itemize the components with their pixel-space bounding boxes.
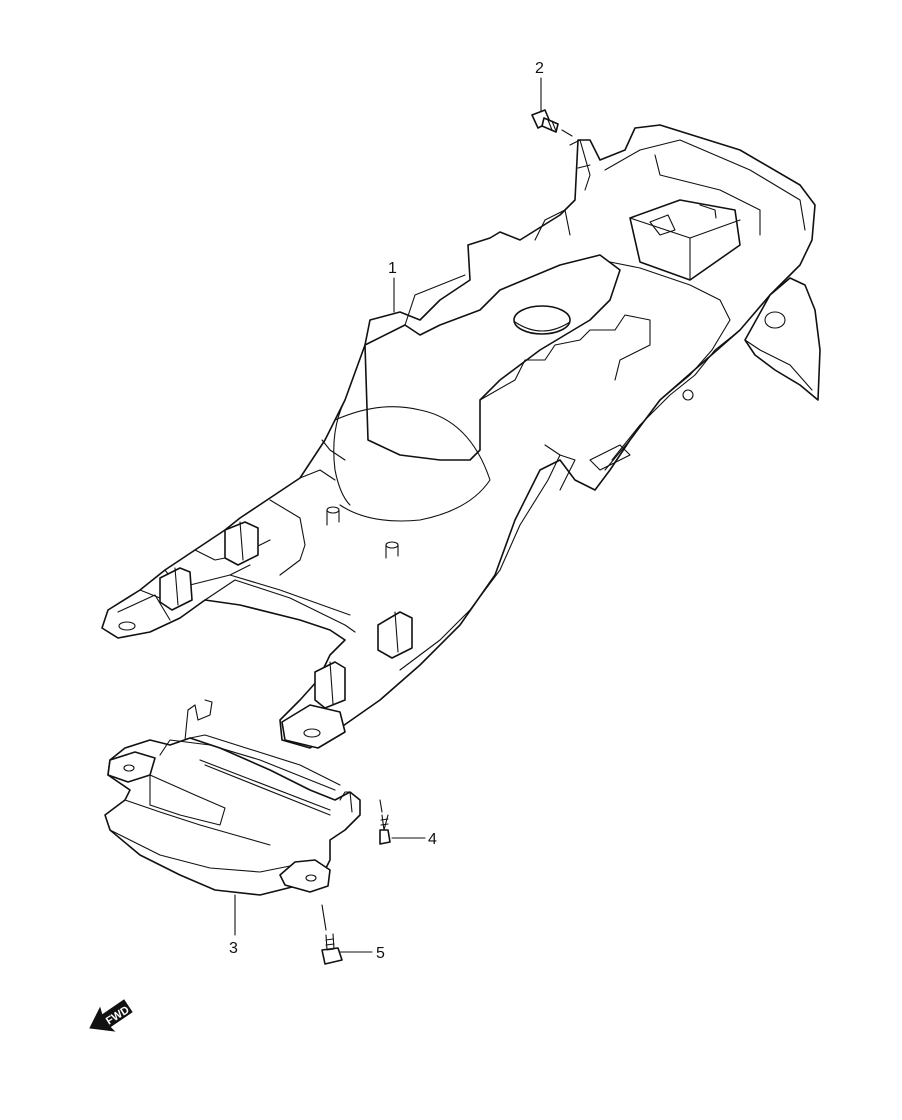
callout-1: 1 <box>388 260 397 277</box>
callout-4: 4 <box>428 831 437 848</box>
fwd-arrow-icon: FWD <box>89 999 133 1032</box>
callout-2: 2 <box>535 60 544 77</box>
callout-5: 5 <box>376 945 385 962</box>
part-2-bolt <box>531 109 573 137</box>
callout-3: 3 <box>229 940 238 957</box>
part-3-lower-tray <box>104 699 361 896</box>
part-5-bolt-washer <box>321 904 343 965</box>
leader-lines <box>234 77 542 953</box>
part-4-screw <box>379 799 391 845</box>
part-1-rear-fender-assembly <box>101 124 821 749</box>
